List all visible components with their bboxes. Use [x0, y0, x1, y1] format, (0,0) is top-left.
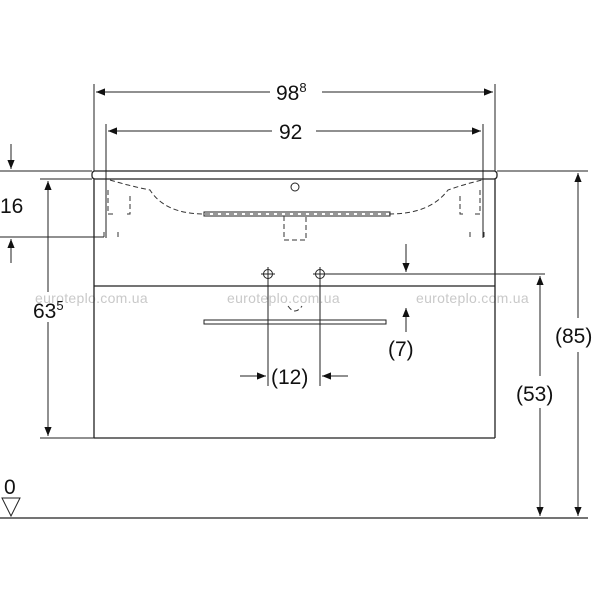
- overflow-hole: [290, 182, 300, 192]
- basin-bottom-plate: [203, 211, 391, 217]
- right-support-outline: [472, 190, 481, 215]
- pipe-connection-left: [261, 267, 275, 281]
- left-support-outline: [107, 190, 116, 215]
- width-total-label: 988: [276, 80, 307, 105]
- siphon-curve: [287, 305, 303, 312]
- basin-top: [91, 170, 498, 180]
- floor-marker: [1, 497, 21, 518]
- watermark-2: euroteplo.com.ua: [227, 290, 340, 306]
- drain-outline: [283, 216, 307, 241]
- total-height-label: (85): [555, 325, 592, 348]
- height-top-label: 16: [0, 195, 23, 218]
- offset-label: (7): [388, 338, 414, 361]
- drawer-handle: [203, 319, 387, 325]
- cabinet-height-label: 635: [33, 298, 64, 323]
- pipe-connection-right: [313, 267, 327, 281]
- mounting-points: [103, 232, 485, 240]
- left-support-outline-2: [126, 196, 131, 215]
- watermark-3: euroteplo.com.ua: [416, 290, 529, 306]
- floor-level-label: 0: [4, 476, 16, 499]
- watermark-1: euroteplo.com.ua: [35, 290, 148, 306]
- mid-height-label: (53): [516, 383, 553, 406]
- right-support-outline-2: [459, 196, 464, 215]
- basin-bowl-outline: [109, 179, 483, 215]
- spacing-label: (12): [271, 366, 308, 389]
- width-inner-label: 92: [279, 121, 302, 144]
